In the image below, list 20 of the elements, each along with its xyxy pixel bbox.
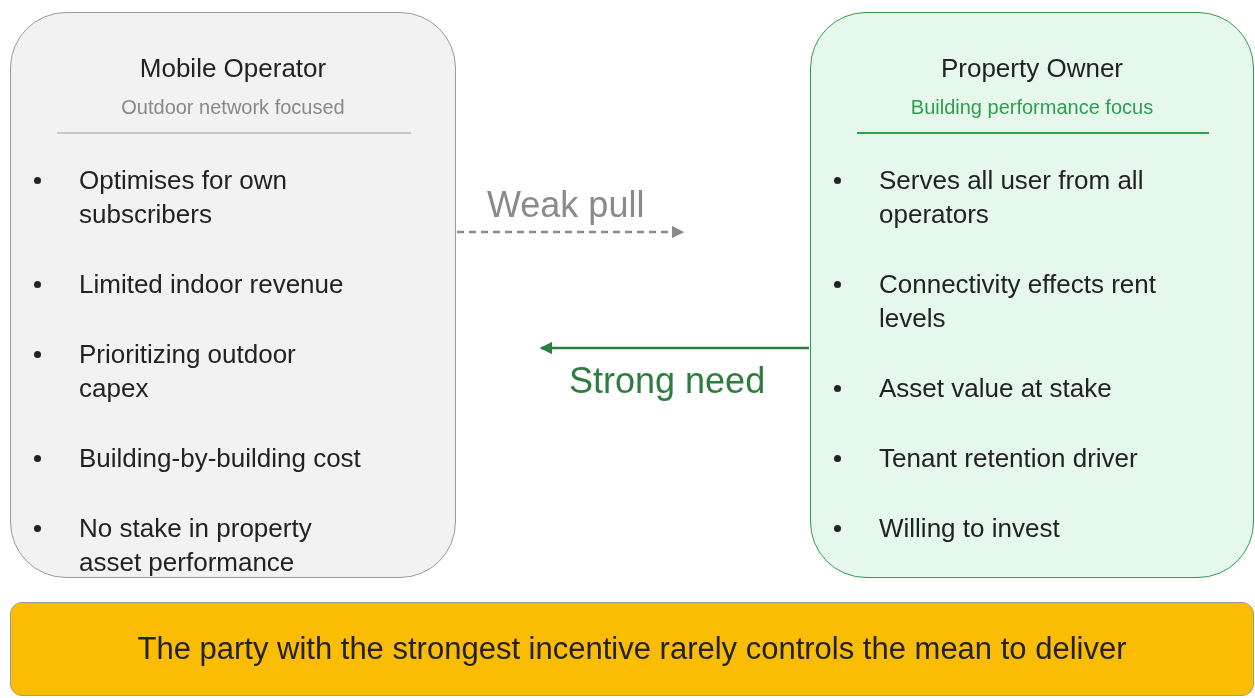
bullet-text: No stake in property asset performance	[79, 513, 312, 577]
bullet-text: Serves all user from all operators	[879, 165, 1144, 229]
bullet-text: Optimises for own subscribers	[79, 165, 288, 229]
bullet-text: Asset value at stake	[879, 373, 1112, 403]
rounded-card	[10, 12, 456, 578]
banner	[10, 602, 1254, 696]
card-subheading: Building performance focus	[910, 96, 1154, 119]
arrow	[457, 225, 685, 239]
bullet-text: Building-by-building cost	[79, 443, 361, 473]
bullet-text: Prioritizing outdoor capex	[79, 339, 296, 403]
card-heading: Property Owner	[940, 53, 1124, 84]
bullet-text: Willing to invest	[879, 513, 1060, 543]
rounded-card	[810, 12, 1254, 578]
bullet-text: Tenant retention driver	[879, 443, 1138, 473]
bullet-text: Limited indoor revenue	[79, 269, 344, 299]
bullet-text: Connectivity effects rent levels	[879, 269, 1156, 333]
arrow	[539, 341, 809, 355]
card-subheading: Outdoor network focused	[121, 96, 345, 119]
card-heading: Mobile Operator	[139, 53, 327, 84]
banner-text: The party with the strongest incentive rarely controls the mean to deliver	[137, 631, 1127, 667]
